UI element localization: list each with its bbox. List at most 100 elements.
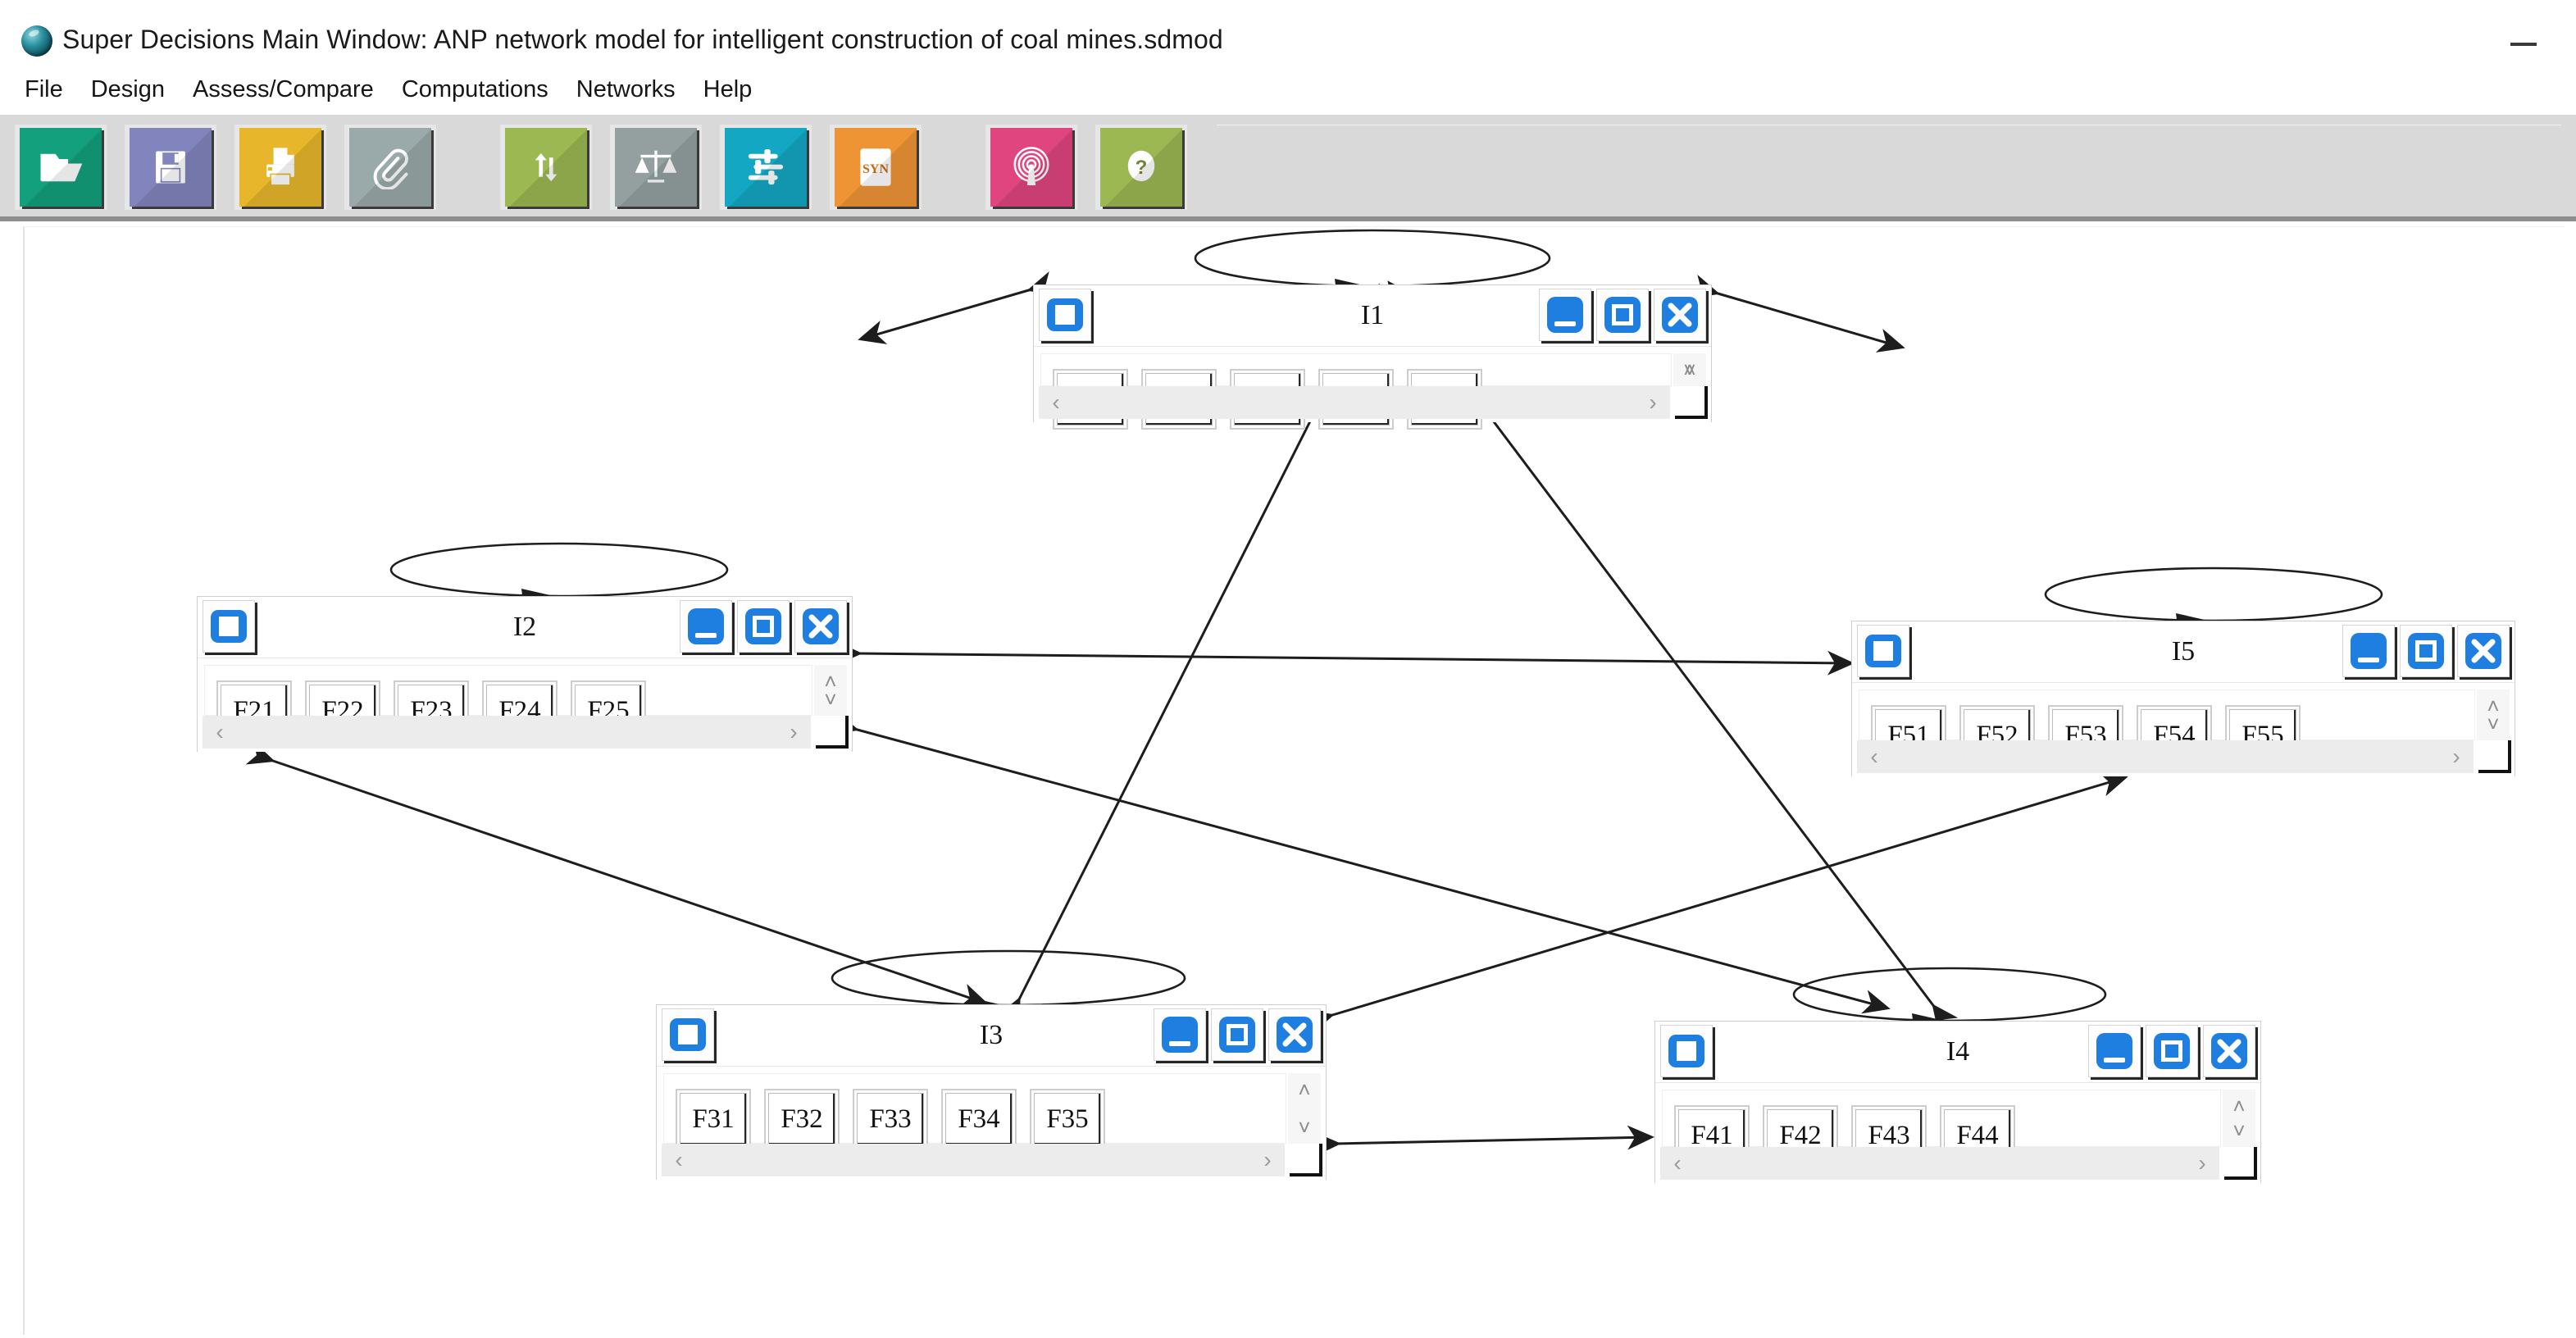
scroll-up-icon[interactable]: ˄: [2232, 1094, 2246, 1118]
resize-grip-I3[interactable]: [1290, 1144, 1322, 1176]
minimize-icon-I5[interactable]: [2342, 625, 2395, 677]
vertical-scrollbar-I4[interactable]: ˄˅: [2223, 1090, 2255, 1147]
cluster-title-bar-I4[interactable]: I4: [1655, 1022, 2260, 1083]
menu-item-computations[interactable]: Computations: [401, 75, 548, 102]
menu-item-networks[interactable]: Networks: [576, 75, 676, 102]
menu-item-design[interactable]: Design: [90, 75, 166, 102]
close-icon-I4[interactable]: [2203, 1025, 2255, 1077]
scroll-up-icon[interactable]: ˄: [2487, 694, 2500, 718]
compare-button-surface[interactable]: [615, 128, 697, 207]
minimize-icon-I1[interactable]: [1539, 289, 1591, 341]
scroll-up-icon[interactable]: ˄: [1298, 1077, 1311, 1102]
minimize-icon-I4[interactable]: [2088, 1025, 2141, 1077]
scroll-down-icon[interactable]: ˅: [1683, 357, 1696, 382]
open-file-button[interactable]: [15, 125, 107, 210]
vertical-scrollbar-I1[interactable]: ˄˅: [1673, 353, 1706, 386]
save-file-button[interactable]: [125, 125, 216, 210]
broadcast-button-surface[interactable]: [990, 128, 1072, 207]
close-icon-I2[interactable]: [794, 600, 847, 653]
save-file-button-surface[interactable]: [130, 128, 212, 207]
close-icon-I3[interactable]: [1268, 1008, 1321, 1061]
node-F35[interactable]: F35: [1030, 1089, 1105, 1149]
node-F34[interactable]: F34: [941, 1089, 1017, 1149]
close-icon-I5[interactable]: [2457, 625, 2510, 677]
cluster-title-bar-I3[interactable]: I3: [657, 1005, 1326, 1067]
broadcast-button[interactable]: [985, 125, 1077, 210]
scroll-left-icon[interactable]: ‹: [1052, 389, 1060, 415]
horizontal-scrollbar-I2[interactable]: ‹›: [203, 716, 811, 749]
scroll-left-icon[interactable]: ‹: [675, 1147, 683, 1172]
horizontal-scrollbar-I4[interactable]: ‹›: [1660, 1147, 2219, 1180]
scroll-right-icon[interactable]: ›: [2198, 1150, 2206, 1176]
synthesize-button[interactable]: SYN: [830, 125, 922, 210]
help-button[interactable]: ?: [1095, 125, 1187, 210]
scroll-down-icon[interactable]: ˅: [2232, 1118, 2246, 1143]
maximize-icon-I3[interactable]: [1211, 1008, 1263, 1061]
cluster-node-icon[interactable]: [203, 600, 255, 653]
cluster-title-bar-I5[interactable]: I5: [1852, 621, 2515, 683]
resize-grip-I1[interactable]: [1675, 386, 1708, 419]
attach-button[interactable]: [344, 125, 436, 210]
horizontal-scrollbar-I3[interactable]: ‹›: [662, 1144, 1285, 1176]
attach-button-surface[interactable]: [349, 128, 431, 207]
maximize-icon-I1[interactable]: [1596, 289, 1649, 341]
cluster-title-bar-I2[interactable]: I2: [198, 597, 852, 658]
settings-button[interactable]: [720, 125, 812, 210]
scroll-right-icon[interactable]: ›: [1649, 389, 1657, 415]
menu-item-assess-compare[interactable]: Assess/Compare: [193, 75, 374, 102]
resize-grip-I4[interactable]: [2224, 1147, 2257, 1180]
node-F33[interactable]: F33: [853, 1089, 928, 1149]
resize-grip-I2[interactable]: [816, 716, 849, 749]
scroll-down-icon[interactable]: ˅: [1298, 1115, 1311, 1140]
horizontal-scrollbar-I5[interactable]: ‹›: [1857, 740, 2474, 773]
sync-button[interactable]: [500, 125, 592, 210]
node-F32[interactable]: F32: [764, 1089, 840, 1149]
horizontal-scrollbar-I1[interactable]: ‹›: [1039, 386, 1670, 419]
window-minimize-button[interactable]: [2501, 21, 2546, 57]
maximize-icon-I2[interactable]: [737, 600, 790, 653]
cluster-I1[interactable]: I1F11F12F13F14F15˄˅‹›: [1033, 284, 1712, 430]
vertical-scrollbar-I5[interactable]: ˄˅: [2477, 689, 2510, 740]
maximize-icon-I5[interactable]: [2400, 625, 2452, 677]
scroll-left-icon[interactable]: ‹: [1870, 744, 1878, 769]
compare-button[interactable]: [610, 125, 702, 210]
network-canvas[interactable]: I1F11F12F13F14F15˄˅‹›I2F21F22F23F24F25˄˅…: [23, 226, 2565, 1335]
button-shade: [349, 128, 431, 207]
scroll-down-icon[interactable]: ˅: [2487, 712, 2500, 736]
vertical-scrollbar-I2[interactable]: ˄˅: [814, 665, 847, 716]
synthesize-button-surface[interactable]: SYN: [835, 128, 917, 207]
menu-item-help[interactable]: Help: [703, 75, 753, 102]
close-icon-I1[interactable]: [1654, 289, 1706, 341]
scroll-down-icon[interactable]: ˅: [824, 687, 837, 712]
maximize-icon-I4[interactable]: [2146, 1025, 2198, 1077]
scroll-left-icon[interactable]: ‹: [216, 719, 224, 744]
scroll-left-icon[interactable]: ‹: [1673, 1150, 1682, 1176]
vertical-scrollbar-I3[interactable]: ˄˅: [1288, 1073, 1321, 1144]
scroll-right-icon[interactable]: ›: [2452, 744, 2460, 769]
print-button[interactable]: [234, 125, 326, 210]
sync-button-surface[interactable]: [505, 128, 587, 207]
minimize-icon-I3[interactable]: [1154, 1008, 1206, 1061]
scroll-right-icon[interactable]: ›: [1263, 1147, 1272, 1172]
cluster-node-icon[interactable]: [662, 1008, 714, 1061]
settings-button-surface[interactable]: [725, 128, 807, 207]
open-file-button-surface[interactable]: [20, 128, 102, 207]
cluster-title-bar-I1[interactable]: I1: [1034, 285, 1711, 347]
node-F31[interactable]: F31: [676, 1089, 751, 1149]
help-button-surface[interactable]: ?: [1100, 128, 1182, 207]
resize-grip-I5[interactable]: [2478, 740, 2511, 773]
scroll-up-icon[interactable]: ˄: [824, 669, 837, 694]
scroll-up-icon[interactable]: ˄: [1683, 357, 1696, 382]
self-loop-I4: [1792, 967, 2107, 1026]
menu-item-file[interactable]: File: [25, 75, 63, 102]
cluster-node-icon[interactable]: [1039, 289, 1091, 341]
minimize-icon-I2[interactable]: [680, 600, 732, 653]
print-button-surface[interactable]: [239, 128, 321, 207]
cluster-node-icon[interactable]: [1660, 1025, 1713, 1077]
scroll-right-icon[interactable]: ›: [790, 719, 798, 744]
cluster-node-icon[interactable]: [1857, 625, 1909, 677]
